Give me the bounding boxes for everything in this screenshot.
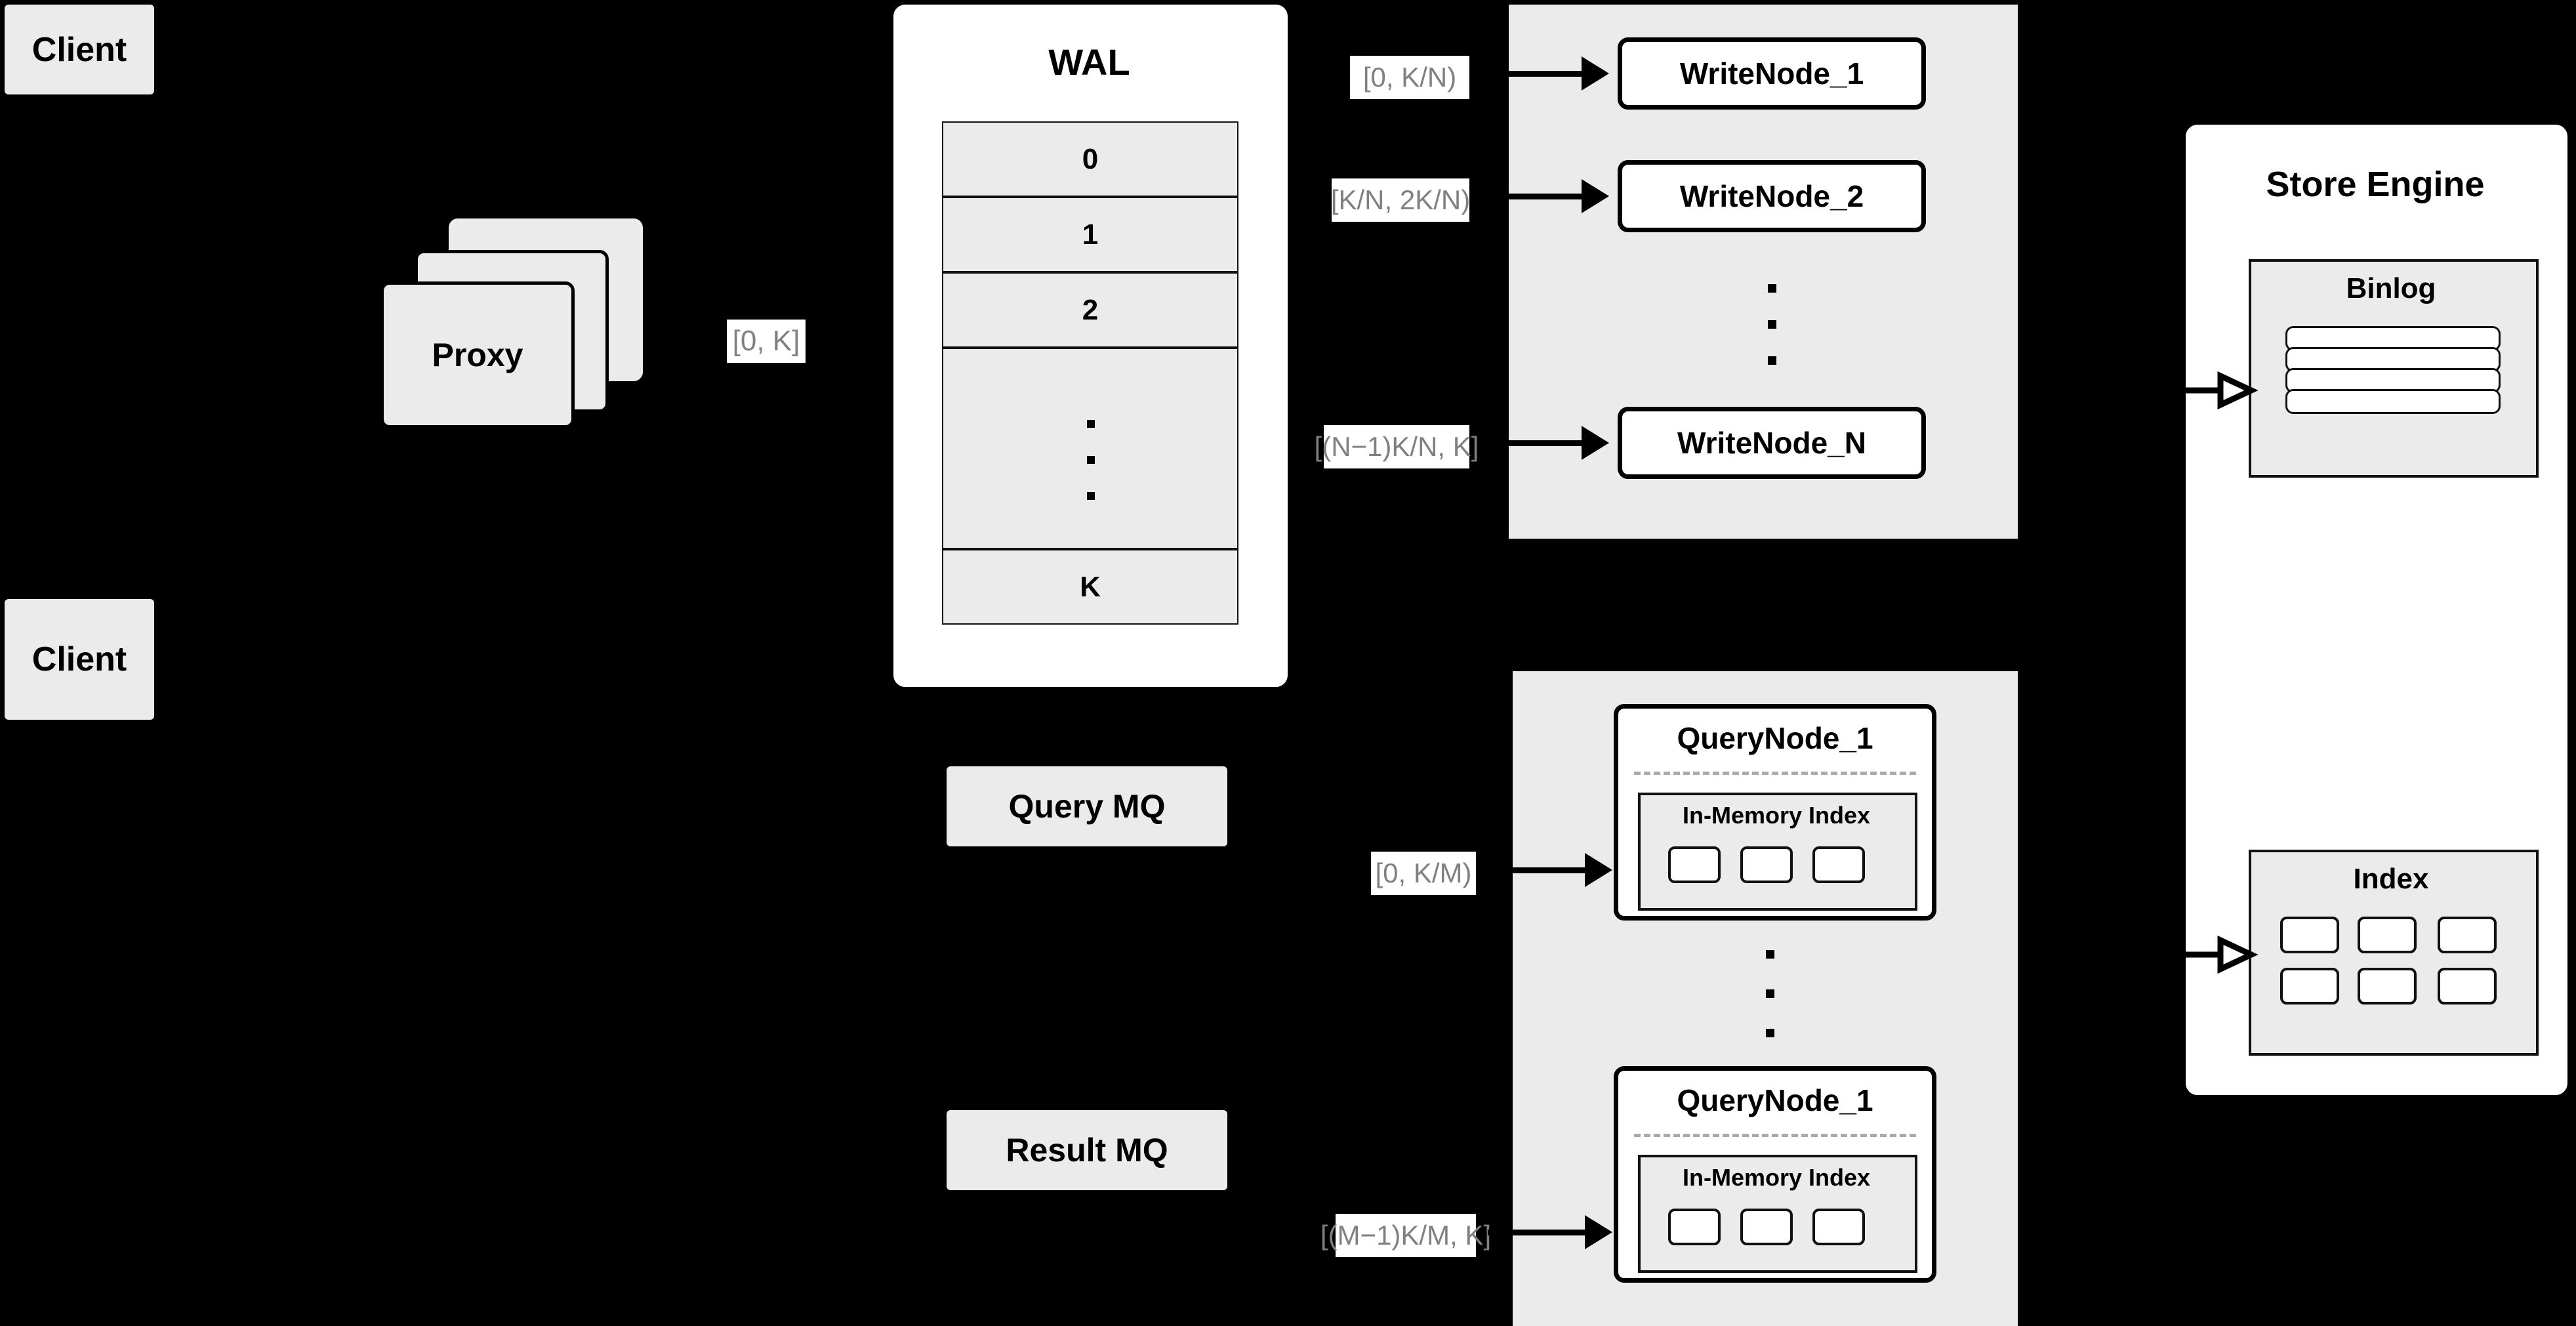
arrow-head-writenode-n bbox=[1582, 426, 1609, 460]
arrow-line-writenode-1 bbox=[1482, 71, 1584, 77]
wal-row-2[interactable]: 2 bbox=[942, 272, 1238, 348]
index-cell-r2c2 bbox=[2358, 968, 2417, 1005]
wal-row-ellipsis bbox=[942, 348, 1238, 549]
query-node-1-separator bbox=[1634, 772, 1916, 775]
index-cell-r2c3 bbox=[2438, 968, 2497, 1005]
write-group-ellipsis-dot-1 bbox=[1768, 284, 1776, 293]
query-node-m-in-memory-index: In-Memory Index bbox=[1638, 1155, 1917, 1273]
proxy-label: Proxy bbox=[432, 337, 523, 373]
in-memory-index-cell-5 bbox=[1740, 1209, 1793, 1245]
arrow-head-querynode-m bbox=[1585, 1215, 1612, 1249]
binlog-row-2 bbox=[2285, 347, 2501, 372]
arrow-line-writenode-2 bbox=[1482, 194, 1584, 199]
binlog-title: Binlog bbox=[2346, 272, 2436, 304]
index-cell-r1c1 bbox=[2280, 917, 2339, 953]
query-node-m-separator bbox=[1634, 1134, 1916, 1137]
wal-row-k[interactable]: K bbox=[942, 549, 1238, 625]
write-node-1-range-label: [0, K/N) bbox=[1350, 56, 1469, 99]
query-node-1-range-label: [0, K/M) bbox=[1371, 852, 1476, 895]
wal-row-label-1: 1 bbox=[1082, 218, 1099, 251]
query-node-1-label: QueryNode_1 bbox=[1677, 721, 1873, 755]
write-node-n-label: WriteNode_N bbox=[1677, 426, 1866, 460]
index-panel: Index bbox=[2249, 850, 2539, 1056]
index-cell-r2c1 bbox=[2280, 968, 2339, 1005]
write-node-1-label: WriteNode_1 bbox=[1679, 56, 1864, 91]
query-group-ellipsis-dot-1 bbox=[1766, 950, 1774, 959]
write-group-ellipsis-dot-2 bbox=[1768, 320, 1776, 329]
in-memory-index-cell-3 bbox=[1812, 846, 1865, 883]
query-node-m-range-label: [(M−1)K/M, K] bbox=[1320, 1214, 1491, 1257]
in-memory-index-cell-4 bbox=[1668, 1209, 1721, 1245]
query-node-m-label: QueryNode_1 bbox=[1677, 1083, 1873, 1117]
index-title: Index bbox=[2353, 863, 2429, 895]
in-memory-index-cell-2 bbox=[1740, 846, 1793, 883]
write-group-ellipsis-dot-3 bbox=[1768, 356, 1776, 365]
query-mq-box[interactable]: Query MQ bbox=[947, 766, 1227, 846]
client-box-2[interactable]: Client bbox=[5, 599, 154, 720]
in-memory-index-cell-6 bbox=[1812, 1209, 1865, 1245]
wal-row-label-0: 0 bbox=[1082, 142, 1099, 175]
proxy-output-range-label: [0, K] bbox=[727, 320, 806, 363]
proxy-card-front[interactable]: Proxy bbox=[380, 281, 575, 428]
store-engine-title: Store Engine bbox=[2266, 165, 2485, 204]
binlog-row-4 bbox=[2285, 389, 2501, 414]
wal-ellipsis-dot-3 bbox=[1087, 492, 1095, 500]
write-node-2-label: WriteNode_2 bbox=[1679, 179, 1864, 213]
index-cell-r1c3 bbox=[2438, 917, 2497, 953]
wal-title: WAL bbox=[1048, 41, 1130, 83]
arrow-line-querynode-m bbox=[1488, 1230, 1587, 1235]
wal-row-label-k: K bbox=[1080, 570, 1101, 603]
binlog-panel: Binlog bbox=[2249, 259, 2539, 478]
wal-row-0[interactable]: 0 bbox=[942, 121, 1238, 197]
arrow-head-writenode-2 bbox=[1582, 179, 1609, 213]
arrow-head-querynode-1 bbox=[1585, 853, 1612, 887]
query-node-m-in-memory-index-title: In-Memory Index bbox=[1682, 1164, 1871, 1191]
wal-ellipsis-dot-1 bbox=[1087, 420, 1095, 428]
in-memory-index-cell-1 bbox=[1668, 846, 1721, 883]
write-node-n[interactable]: WriteNode_N bbox=[1618, 407, 1926, 479]
write-node-n-range-label: [(N−1)K/N, K] bbox=[1315, 425, 1479, 468]
write-node-2[interactable]: WriteNode_2 bbox=[1618, 160, 1926, 232]
wal-ellipsis-dot-2 bbox=[1087, 456, 1095, 464]
wal-row-1[interactable]: 1 bbox=[942, 197, 1238, 272]
write-node-2-range-label: [K/N, 2K/N) bbox=[1331, 178, 1470, 222]
query-group-ellipsis-dot-2 bbox=[1766, 989, 1774, 998]
arrow-line-writenode-n bbox=[1482, 440, 1584, 446]
client-label-1: Client bbox=[31, 30, 127, 69]
query-mq-label: Query MQ bbox=[1008, 788, 1166, 825]
result-mq-label: Result MQ bbox=[1006, 1132, 1168, 1169]
arrow-head-writenode-1 bbox=[1582, 56, 1609, 91]
client-box-1[interactable]: Client bbox=[5, 5, 154, 94]
arrow-line-querynode-1 bbox=[1488, 867, 1587, 873]
query-group-ellipsis-dot-3 bbox=[1766, 1029, 1774, 1037]
proxy-stack[interactable]: Proxy bbox=[380, 218, 669, 428]
query-node-1[interactable]: QueryNode_1 In-Memory Index bbox=[1614, 704, 1936, 921]
write-node-1[interactable]: WriteNode_1 bbox=[1618, 37, 1926, 110]
result-mq-box[interactable]: Result MQ bbox=[947, 1110, 1227, 1190]
query-node-m[interactable]: QueryNode_1 In-Memory Index bbox=[1614, 1066, 1936, 1283]
query-node-1-in-memory-index: In-Memory Index bbox=[1638, 793, 1917, 911]
client-label-2: Client bbox=[31, 640, 127, 678]
index-cell-r1c2 bbox=[2358, 917, 2417, 953]
query-node-1-in-memory-index-title: In-Memory Index bbox=[1682, 802, 1871, 829]
wal-row-label-2: 2 bbox=[1082, 293, 1099, 326]
